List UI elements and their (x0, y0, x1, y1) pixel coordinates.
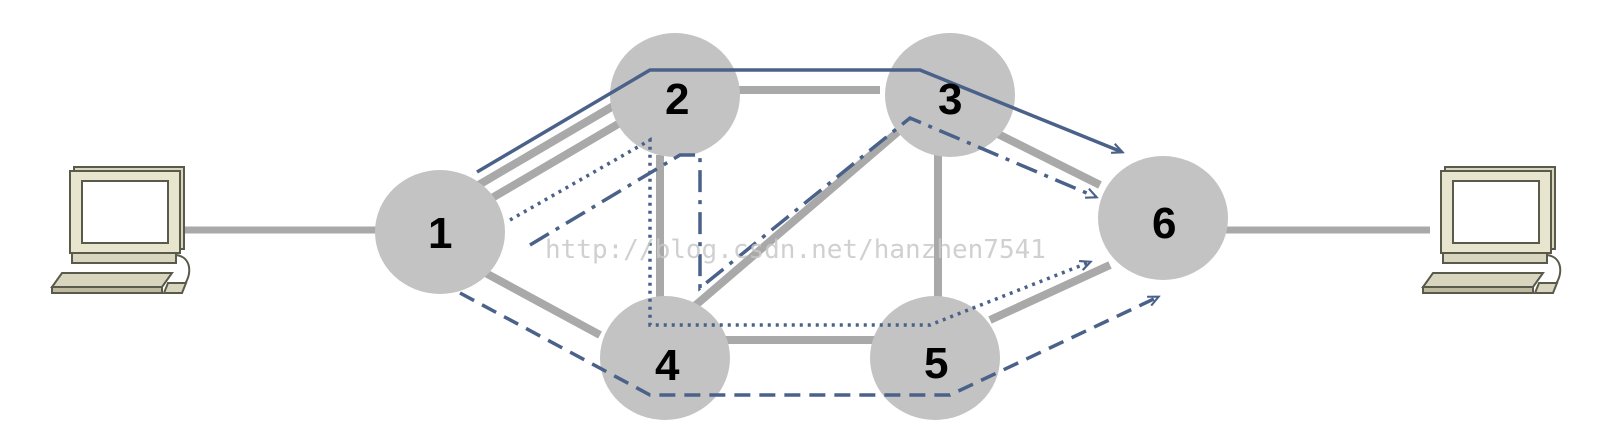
watermark-text: http://blog.csdn.net/hanzhen7541 (545, 235, 1046, 265)
route-solid (476, 68, 1122, 174)
routes (459, 68, 1158, 397)
network-links (467, 86, 1112, 344)
link-3-4 (687, 126, 903, 314)
link-5-6 (988, 261, 1112, 324)
desktop-computer-icon (1421, 166, 1562, 294)
link-3-6 (988, 126, 1102, 189)
route-dotted (509, 136, 1090, 327)
node-2 (610, 33, 740, 157)
link-1-2-b (477, 116, 628, 209)
node-4 (600, 296, 730, 420)
route-dash-dot (529, 115, 1096, 292)
desktop-computer-icon (50, 166, 191, 294)
node-3 (885, 33, 1015, 157)
node-1 (375, 170, 505, 294)
route-dashed (459, 291, 1158, 397)
link-1-4 (478, 266, 602, 339)
node-5 (870, 296, 1000, 420)
node-labels: 1 2 3 4 5 6 (428, 75, 1176, 390)
link-1-2 (467, 101, 618, 194)
nodes (375, 33, 1228, 420)
node-label-3: 3 (938, 75, 962, 124)
node-label-5: 5 (924, 339, 948, 388)
node-label-4: 4 (655, 341, 680, 390)
node-label-2: 2 (665, 75, 689, 124)
node-6 (1098, 156, 1228, 280)
node-label-6: 6 (1152, 199, 1176, 248)
node-label-1: 1 (428, 209, 452, 258)
